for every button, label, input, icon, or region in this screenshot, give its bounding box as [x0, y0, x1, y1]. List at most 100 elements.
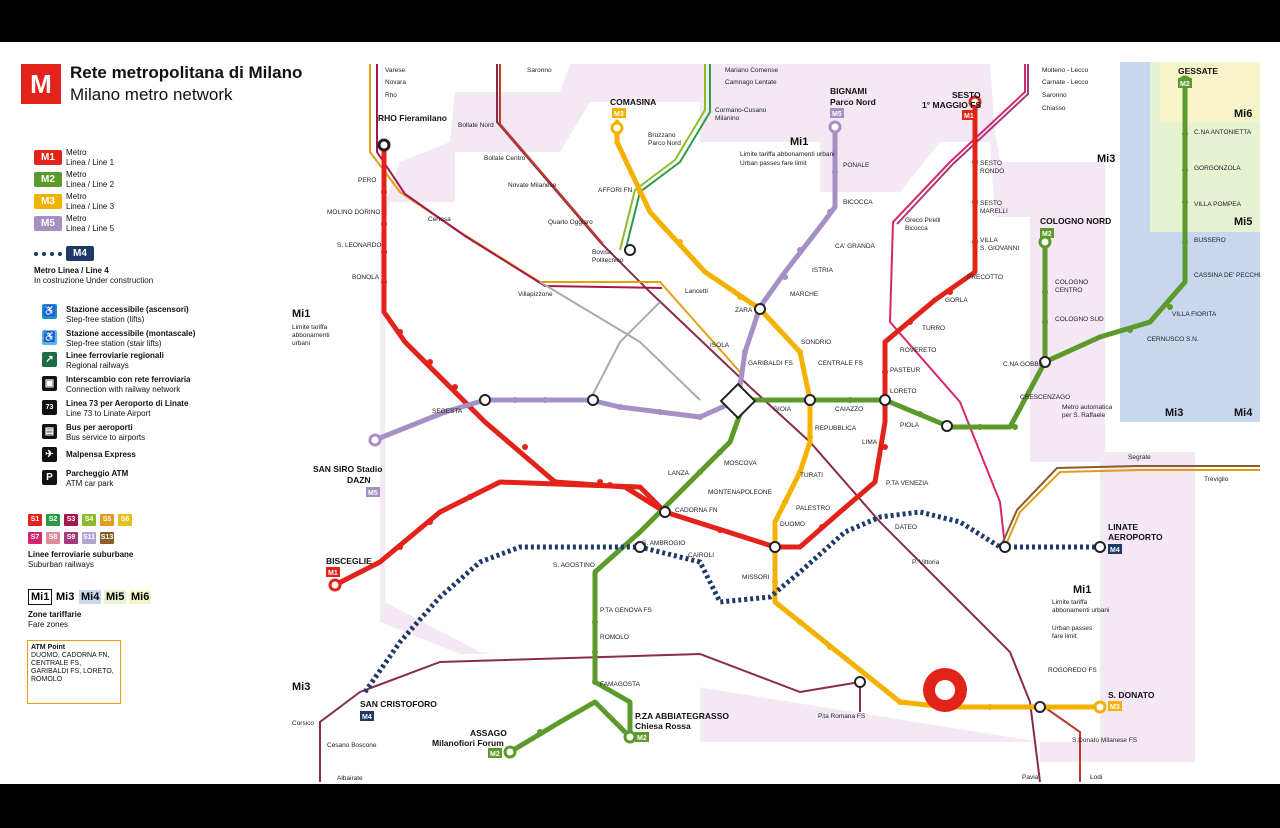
- bus-73-icon: 73: [42, 400, 57, 415]
- st-molino: MOLINO DORINO: [327, 209, 380, 216]
- atm-point-body: DUOMO, CADORNA FN, CENTRALE FS, GARIBALD…: [31, 652, 114, 683]
- zone-chip-mi6: Mi6: [129, 590, 152, 604]
- st-montenap: MONTENAPOLEONE: [708, 489, 773, 496]
- terminal-bisceglie: BISCEGLIE: [326, 556, 372, 566]
- st-sondrio: SONDRIO: [801, 339, 831, 346]
- station-ticks-m3: [637, 189, 993, 710]
- svg-text:M3: M3: [1110, 704, 1120, 711]
- st-gorla: GORLA: [945, 297, 968, 304]
- st-gobba: C.NA GOBBA: [1003, 361, 1044, 368]
- parking-icon: P: [42, 470, 57, 485]
- st-pasteur: PASTEUR: [890, 367, 921, 374]
- st-marelli: SESTO: [980, 200, 1002, 207]
- st-certosa: Certosa: [428, 216, 451, 223]
- terminal-cristoforo: SAN CRISTOFORO: [360, 699, 437, 709]
- suburban-chip: S1: [28, 514, 42, 526]
- st-villafiorita: VILLA FIORITA: [1172, 311, 1217, 318]
- st-pavia: Pavia: [1022, 774, 1039, 781]
- zone-label-mi1-west: Mi1: [292, 308, 310, 320]
- mi1-note-east2: abbonamenti urbani: [1052, 607, 1109, 614]
- st-sleonardo: S. LEONARDO: [337, 242, 381, 249]
- suburban-chip: S9: [64, 532, 78, 544]
- terminal-gessate: GESSATE: [1178, 66, 1218, 76]
- mi1-note-east4: fare limit: [1052, 633, 1077, 640]
- terminal-linate-2: AEROPORTO: [1108, 532, 1163, 542]
- st-carnate: Carnate - Lecco: [1042, 79, 1089, 86]
- st-segrate: Segrate: [1128, 454, 1151, 461]
- mi1-note-north-en: Urban passes fare limit: [740, 160, 807, 167]
- zone-label-mi1-east: Mi1: [1073, 584, 1091, 596]
- st-chiasso: Chiasso: [1042, 105, 1066, 112]
- mi1-note-west2: abbonamenti: [292, 332, 330, 339]
- zone-label-mi6: Mi6: [1234, 108, 1252, 120]
- st-novara: Novara: [385, 79, 406, 86]
- legend-m4-chip: M4: [66, 246, 94, 261]
- terminal-sesto-2: 1° MAGGIO FS: [922, 100, 981, 110]
- svg-text:M5: M5: [832, 111, 842, 118]
- bus-icon: ▤: [42, 424, 57, 439]
- st-saronno2: Saronno: [1042, 92, 1067, 99]
- st-bovisa2: Politecnico: [592, 257, 624, 264]
- suburban-chip: S5: [100, 514, 114, 526]
- terminal-assago: ASSAGO: [470, 728, 507, 738]
- svg-text:M2: M2: [1042, 231, 1052, 238]
- zone-label-mi4: Mi4: [1234, 407, 1253, 419]
- legend-m1-chip: M1: [34, 150, 62, 165]
- st-bonola: BONOLA: [352, 274, 380, 281]
- st-bollate-n: Bollate Nord: [458, 122, 494, 129]
- terminal-bignami: BIGNAMI: [830, 86, 867, 96]
- svg-text:M3: M3: [614, 111, 624, 118]
- suburban-chip: S2: [46, 514, 60, 526]
- st-marche: MARCHE: [790, 291, 819, 298]
- st-cesano: Cesano Boscone: [327, 742, 377, 749]
- st-saronno: Saronno: [527, 67, 552, 74]
- st-romolo: ROMOLO: [600, 634, 629, 641]
- suburban-chip: S11: [82, 532, 96, 544]
- suburban-chip: S7: [28, 532, 42, 544]
- mi1-note-west3: urbani: [292, 340, 310, 347]
- st-caiazzo: CAIAZZO: [835, 406, 863, 413]
- st-ponale: PONALE: [843, 162, 870, 169]
- metro-map: Mi1 Mi1 Mi1 Mi3 Mi3 Mi3 Mi4 Mi5 Mi6 RHO …: [292, 62, 1280, 784]
- st-rogoredo: ROGOREDO FS: [1048, 667, 1097, 674]
- st-moscova: MOSCOVA: [724, 460, 757, 467]
- terminal-assago-2: Milanofiori Forum: [432, 738, 504, 748]
- st-repubblica: REPUBBLICA: [815, 425, 857, 432]
- m2-line: [507, 79, 1188, 755]
- zone-label-mi3-west: Mi3: [292, 681, 310, 693]
- st-lanza: LANZA: [668, 470, 690, 477]
- suburban-chip: S13: [100, 532, 114, 544]
- st-missori: MISSORI: [742, 574, 770, 581]
- st-cassina: CASSINA DE' PECCHI: [1194, 272, 1261, 279]
- st-precotto: PRECOTTO: [967, 274, 1003, 281]
- atm-metro-logo: M: [21, 64, 61, 104]
- legend-m2-chip: M2: [34, 172, 62, 187]
- svg-text:M4: M4: [1110, 547, 1120, 554]
- mi1-note-east3: Urban passes: [1052, 625, 1093, 632]
- legend-m5-chip: M5: [34, 216, 62, 231]
- st-gorgonzola: GORGONZOLA: [1194, 165, 1241, 172]
- st-palestro: PALESTRO: [796, 505, 830, 512]
- atm-point-box: ATM Point DUOMO, CADORNA FN, CENTRALE FS…: [27, 640, 121, 704]
- st-duomo: DUOMO: [780, 521, 805, 528]
- st-bicocca: BICOCCA: [843, 199, 873, 206]
- st-cadorna: CADORNA FN: [675, 507, 718, 514]
- st-lodi: Lodi: [1090, 774, 1102, 781]
- svg-text:M1: M1: [964, 113, 974, 120]
- terminal-comasina: COMASINA: [610, 97, 656, 107]
- zone-chip-mi4: Mi4: [79, 590, 102, 604]
- zone-label-mi5: Mi5: [1234, 216, 1252, 228]
- st-turro: TURRO: [922, 325, 945, 332]
- st-camnago: Camnago Lentate: [725, 79, 777, 86]
- st-cagranda: CA' GRANDA: [835, 243, 876, 250]
- st-cernusco: CERNUSCO S.N.: [1147, 336, 1199, 343]
- zone-mi1-inner: [385, 102, 1100, 742]
